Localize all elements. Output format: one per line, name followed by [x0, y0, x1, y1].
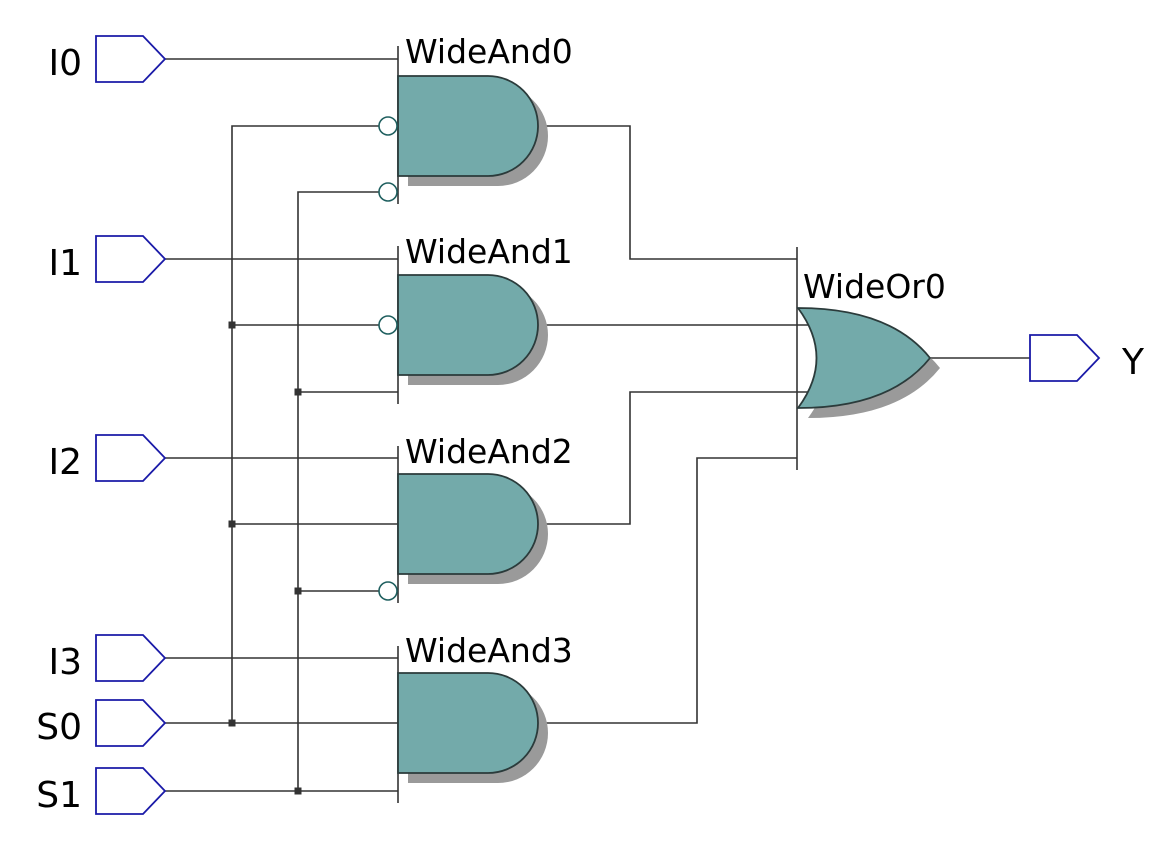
and-gate-1[interactable] — [378, 274, 548, 385]
input-port-i3[interactable] — [95, 634, 167, 682]
junctions — [228, 321, 302, 795]
junction-s0-and3 — [228, 719, 236, 727]
and-gate-2[interactable] — [378, 473, 548, 601]
gate-label-and1: WideAnd1 — [405, 232, 573, 271]
wire-and2-out — [540, 391, 810, 525]
junction-s1-and1 — [294, 388, 302, 396]
wire-and0-out — [540, 125, 797, 260]
junction-s0-and2 — [228, 520, 236, 528]
wire-and3-out — [540, 457, 797, 724]
gate-label-and3: WideAnd3 — [405, 631, 573, 670]
and-gate-0[interactable] — [378, 75, 548, 202]
port-label-i2: I2 — [48, 442, 82, 483]
junction-s1-and2 — [294, 587, 302, 595]
port-label-s1: S1 — [36, 775, 82, 816]
input-port-i0[interactable] — [95, 35, 167, 83]
and-gate-3[interactable] — [397, 672, 548, 783]
port-label-s0: S0 — [36, 707, 82, 748]
port-label-y: Y — [1121, 342, 1145, 383]
or-gate-0[interactable] — [796, 307, 940, 418]
gate-label-and0: WideAnd0 — [405, 32, 573, 71]
junction-s1-and3 — [294, 787, 302, 795]
inverter-bubble — [378, 116, 398, 136]
input-port-i1[interactable] — [95, 235, 167, 283]
port-label-i1: I1 — [48, 243, 82, 284]
input-port-s1[interactable] — [95, 767, 167, 815]
input-port-s0[interactable] — [95, 699, 167, 747]
gate-label-or0: WideOr0 — [803, 267, 946, 306]
inverter-bubble — [378, 315, 398, 335]
junction-s0-and1 — [228, 321, 236, 329]
port-label-i3: I3 — [48, 642, 82, 683]
port-label-i0: I0 — [48, 43, 82, 84]
wires — [165, 46, 1030, 803]
inverter-bubble — [378, 182, 398, 202]
gate-label-and2: WideAnd2 — [405, 432, 573, 471]
wire-s1-vertical — [297, 191, 379, 791]
input-port-i2[interactable] — [95, 434, 167, 482]
wire-s0-vertical — [231, 125, 379, 723]
output-port-y[interactable] — [1029, 334, 1101, 382]
inverter-bubble — [378, 581, 398, 601]
